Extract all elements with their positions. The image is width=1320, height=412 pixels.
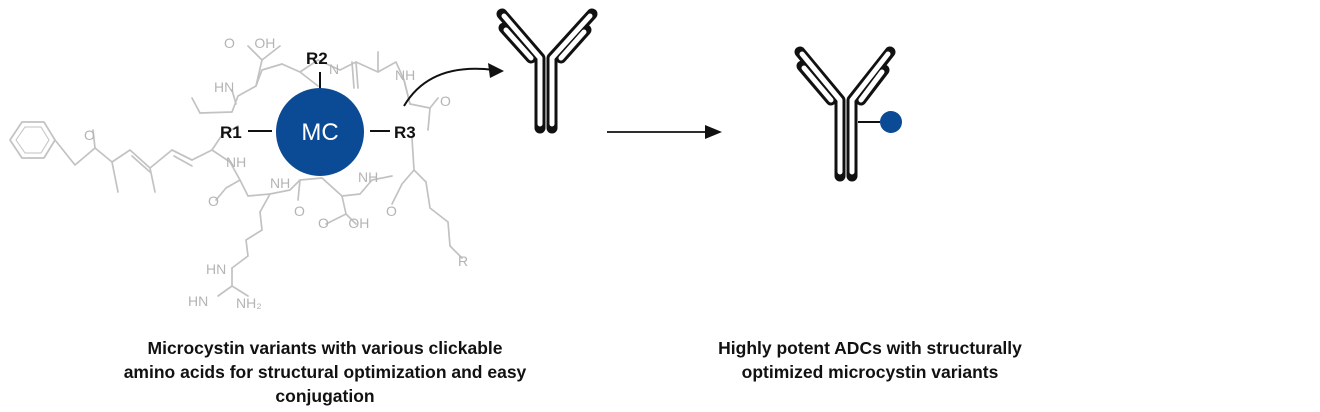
- atom-hn-imine: HN: [188, 293, 208, 309]
- atom-o-right: O: [440, 93, 451, 109]
- r1-label: R1: [220, 123, 242, 142]
- process-arrowhead: [705, 125, 722, 139]
- atom-n-methyl: N: [329, 61, 339, 77]
- r3-label: R3: [394, 123, 416, 142]
- left-caption-line1: Microcystin variants with various clicka…: [147, 338, 503, 358]
- atom-nh-right: NH: [395, 67, 415, 83]
- atom-o-bottom-right: O: [386, 203, 397, 219]
- right-caption-line1: Highly potent ADCs with structurally: [718, 338, 1022, 358]
- antibody-icon: [496, 8, 598, 134]
- r2-label: R2: [306, 49, 328, 68]
- microcystin-skeleton: [9, 45, 463, 297]
- atom-labels: O OH HN N NH O O NH NH NH O OH O O O HN …: [84, 35, 468, 311]
- atom-o-methoxy: O: [84, 127, 95, 143]
- left-caption-line2: amino acids for structural optimization …: [123, 362, 527, 382]
- atom-nh-left: NH: [226, 154, 246, 170]
- atom-cooh-bottom: O OH: [318, 215, 369, 231]
- atom-nh-mid: NH: [270, 175, 290, 191]
- right-caption: Highly potent ADCs with structurally opt…: [640, 336, 1100, 384]
- mc-core-label: MC: [301, 119, 338, 146]
- left-caption-line3: conjugation: [275, 386, 375, 406]
- atom-o-bottom-mid: O: [294, 203, 305, 219]
- atom-r-chain: R: [458, 253, 468, 269]
- right-caption-line2: optimized microcystin variants: [741, 362, 999, 382]
- adc-antibody-icon: [794, 46, 896, 182]
- atom-hn-top: HN: [214, 79, 234, 95]
- mc-core-circle: [276, 88, 364, 176]
- conjugation-arrowhead: [488, 63, 504, 78]
- payload-dot: [880, 111, 902, 133]
- atom-o-bottom-left: O: [208, 193, 219, 209]
- conjugation-arrow: [403, 67, 495, 107]
- atom-nh-low: NH: [358, 169, 378, 185]
- atom-cooh-top: O OH: [224, 35, 275, 51]
- atom-hn-guanidine: HN: [206, 261, 226, 277]
- atom-nh2: NH₂: [236, 295, 262, 311]
- left-caption: Microcystin variants with various clicka…: [70, 336, 580, 408]
